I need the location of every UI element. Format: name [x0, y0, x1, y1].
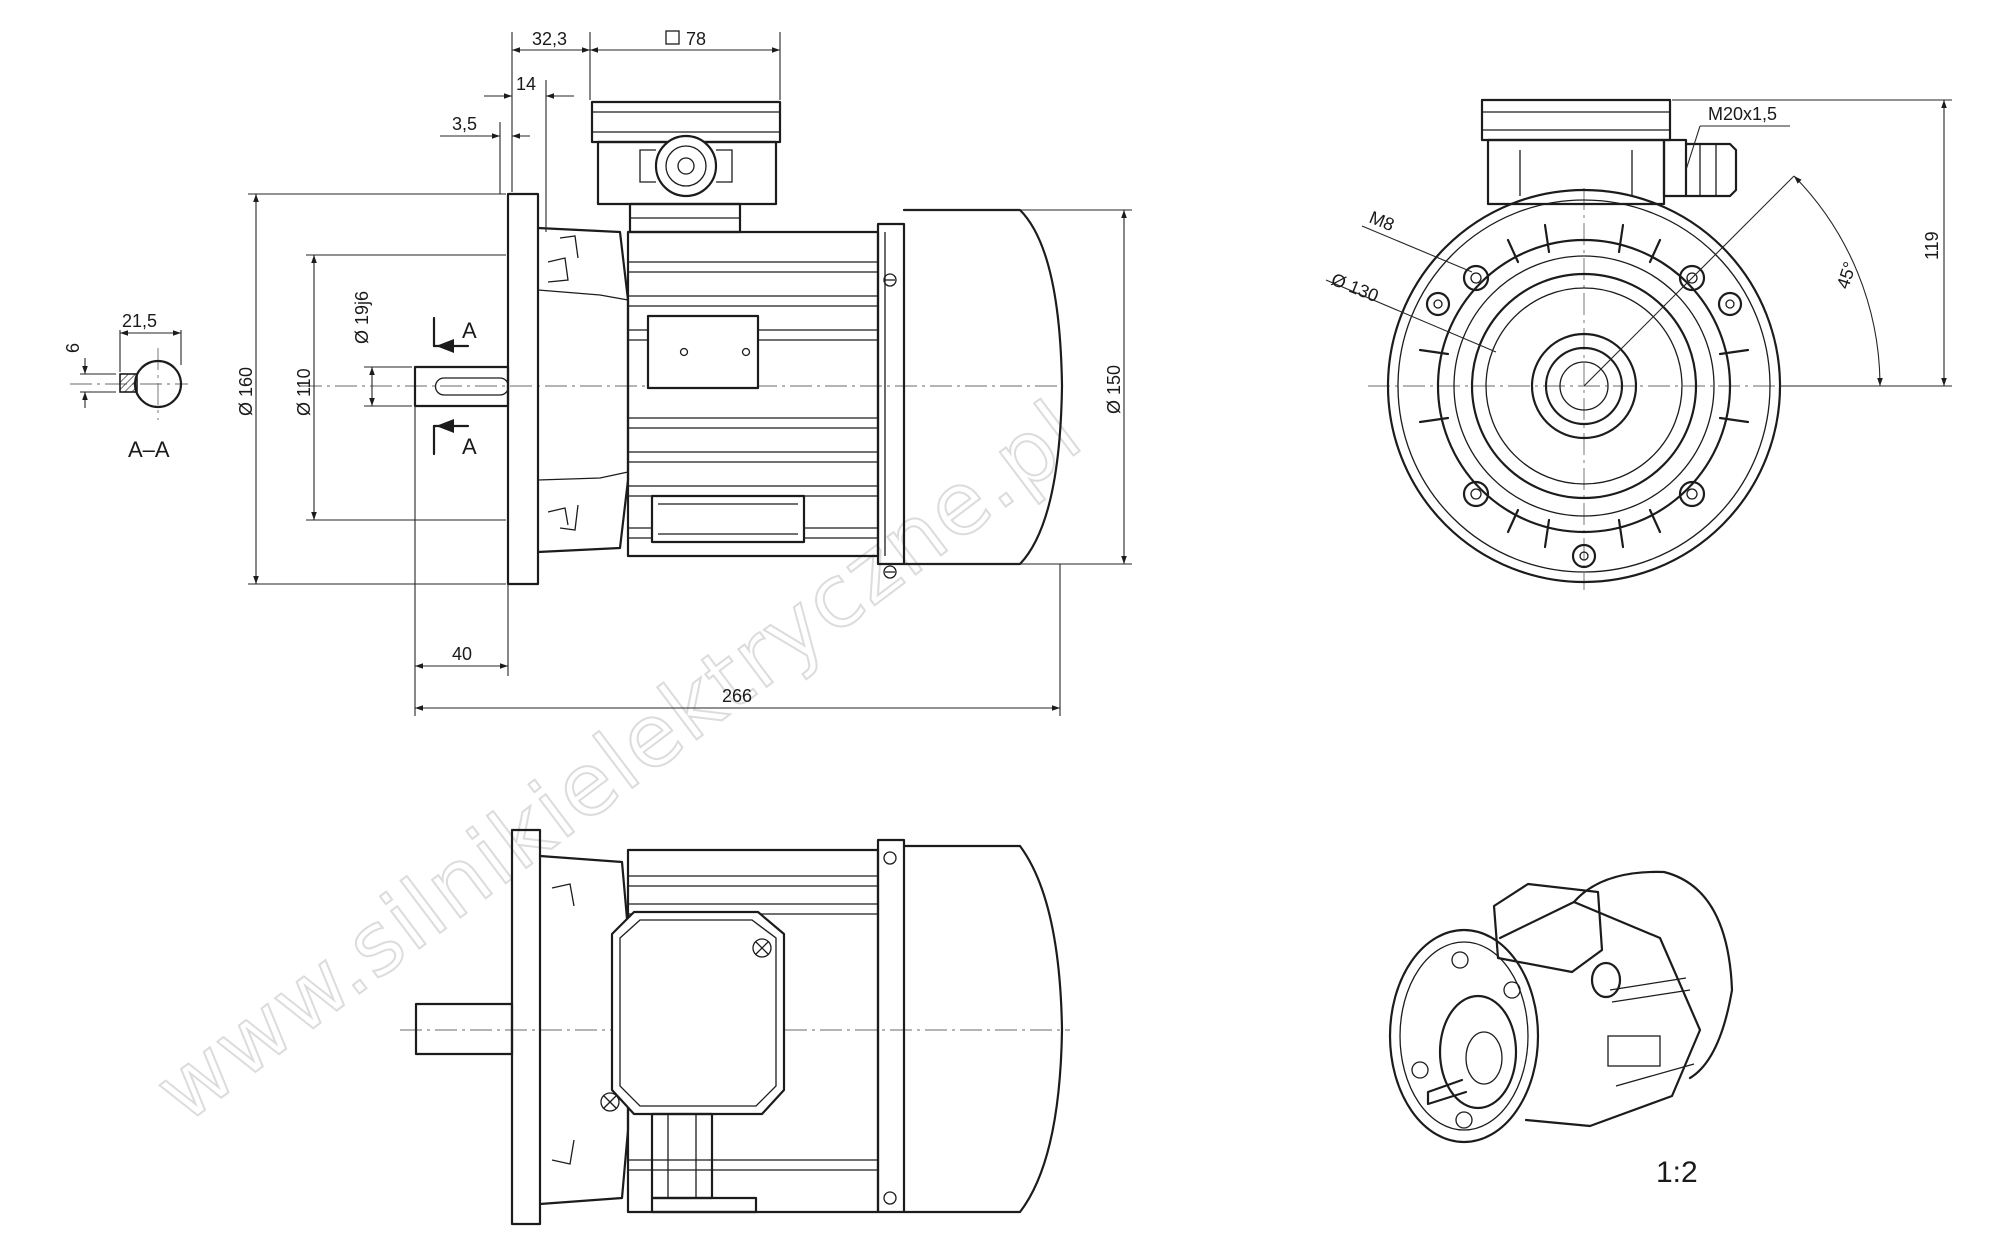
dim-square-78: 78 [686, 29, 706, 49]
dim-3-5: 3,5 [452, 114, 477, 134]
dim-160: Ø 160 [236, 367, 256, 416]
dim-6: 6 [63, 343, 83, 353]
section-label: A–A [128, 437, 170, 462]
dim-19j6: Ø 19j6 [352, 291, 372, 344]
dim-119: 119 [1922, 231, 1942, 260]
section-marker-top: A [462, 318, 477, 343]
motor-isometric-view: 1:2 [1388, 870, 1734, 1189]
dim-40: 40 [452, 644, 472, 664]
dim-m8: M8 [1367, 207, 1398, 235]
scale-label: 1:2 [1656, 1156, 1698, 1189]
dim-21-5: 21,5 [122, 311, 157, 331]
motor-top-view [400, 828, 1070, 1226]
dim-14: 14 [516, 74, 536, 94]
section-marker-bottom: A [462, 434, 477, 459]
dim-130: Ø 130 [1329, 269, 1382, 306]
section-view-a-a: 21,5 6 A–A [63, 311, 188, 462]
dim-45: 45° [1833, 259, 1860, 291]
dim-150: Ø 150 [1104, 365, 1124, 414]
dim-32-3: 32,3 [532, 29, 567, 49]
dim-110: Ø 110 [294, 368, 314, 416]
dim-m20: M20x1,5 [1708, 104, 1777, 124]
motor-side-view: 32,3 78 14 3,5 Ø 160 Ø 110 Ø 19j6 A A [236, 29, 1132, 716]
motor-end-view: M8 Ø 130 M20x1,5 45° 119 [1325, 98, 1952, 590]
dim-266: 266 [722, 686, 752, 706]
